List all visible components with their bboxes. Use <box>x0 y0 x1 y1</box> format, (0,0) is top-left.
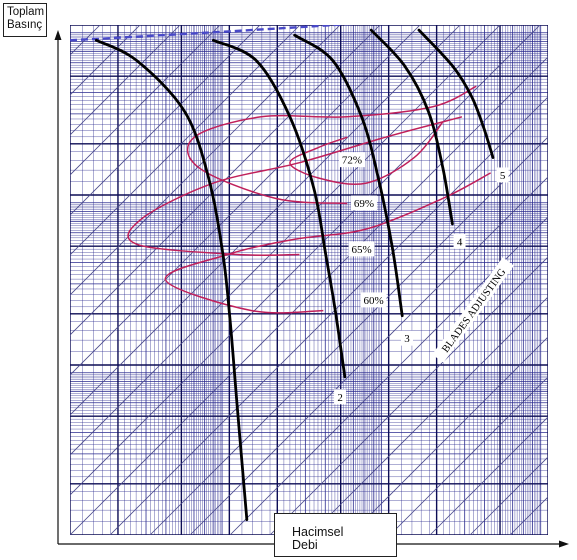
curve-label-4-text: 4 <box>457 236 463 248</box>
curve-label-2-bg <box>334 389 347 405</box>
diagonal-line <box>229 216 548 535</box>
curve-label-4: 4 <box>453 233 466 249</box>
diagonal-line <box>189 176 548 535</box>
curve-label-3-bg <box>400 330 413 346</box>
efficiency-curve-60pct <box>164 172 491 314</box>
y-axis-label-line2: Basınç <box>7 19 43 31</box>
dashed-top-curve <box>70 25 354 42</box>
diagonal-line <box>309 296 548 535</box>
major-grid <box>70 25 548 535</box>
efficiency-curve-65pct <box>127 116 463 256</box>
efficiency-label-60pct-text: 60% <box>363 295 383 307</box>
curve-label-2: 2 <box>334 389 347 405</box>
diagonal-line <box>70 25 421 376</box>
x-axis-arrow <box>559 540 569 548</box>
x-axis-label: Hacimsel Debi <box>274 513 397 557</box>
diagonal-line <box>70 25 181 136</box>
fan-curve-1 <box>94 38 249 522</box>
diagonal-line <box>70 25 301 256</box>
y-axis-label-line1: Toplam <box>7 6 45 18</box>
fan-curves <box>94 28 495 522</box>
efficiency-label-69pct-text: 69% <box>354 198 374 210</box>
diagonal-line <box>109 96 548 535</box>
efficiency-curve-69pct <box>186 85 477 205</box>
minor-grid <box>70 25 548 535</box>
diagonal-line <box>70 25 341 296</box>
diagonal-line <box>509 496 548 535</box>
diagonal-line <box>349 336 548 535</box>
dashed-limit-line <box>70 25 354 42</box>
fan-curve-5 <box>417 28 495 159</box>
blades-adjusting-bg <box>432 257 515 363</box>
efficiency-label-60pct-bg <box>360 292 387 308</box>
diagonal-line <box>429 416 548 535</box>
diagonal-line <box>70 25 101 56</box>
diagonal-line <box>269 256 548 535</box>
curve-label-5-text: 5 <box>500 170 506 182</box>
y-axis-label: Toplam Basınç <box>3 3 47 37</box>
diagonal-line <box>389 376 548 535</box>
curve-label-5: 5 <box>496 167 509 183</box>
efficiency-label-69pct: 69% <box>350 195 377 211</box>
diagonal-line <box>149 136 548 535</box>
fan-curve-4 <box>369 28 454 226</box>
efficiency-label-72pct-text: 72% <box>342 155 362 167</box>
x-axis-label-line1: Hacimsel <box>292 525 344 539</box>
curve-label-3-text: 3 <box>404 333 410 345</box>
fan-curve-2 <box>212 38 347 379</box>
diagonal-line <box>70 25 141 96</box>
diagonal-line <box>70 25 381 336</box>
y-axis-arrow <box>54 30 62 40</box>
efficiency-label-72pct: 72% <box>339 152 366 168</box>
diagonal-line <box>550 0 577 535</box>
curve-label-4-bg <box>453 233 466 249</box>
efficiency-label-60pct: 60% <box>360 292 387 308</box>
diagonal-line <box>70 25 461 416</box>
diagonal-lines <box>70 0 577 535</box>
curve-label-3: 3 <box>400 330 413 346</box>
diagonal-line <box>70 25 541 496</box>
blades-adjusting-annotation: BLADES ADJUSTING <box>432 257 515 363</box>
efficiency-label-69pct-bg <box>350 195 377 211</box>
efficiency-curve-72pct <box>289 121 444 185</box>
diagonal-line <box>70 25 221 176</box>
efficiency-label-72pct-bg <box>339 152 366 168</box>
fan-curve-3 <box>293 33 404 318</box>
diagonal-line <box>70 25 261 216</box>
efficiency-curves <box>127 85 491 314</box>
efficiency-label-65pct-text: 65% <box>351 244 371 256</box>
efficiency-label-65pct-bg <box>348 241 375 257</box>
curve-label-5-bg <box>496 167 509 183</box>
efficiency-label-65pct: 65% <box>348 241 375 257</box>
x-axis-label-line2: Debi <box>292 538 318 552</box>
curve-label-2-text: 2 <box>337 392 343 404</box>
blades-adjusting-text: BLADES ADJUSTING <box>440 267 508 355</box>
